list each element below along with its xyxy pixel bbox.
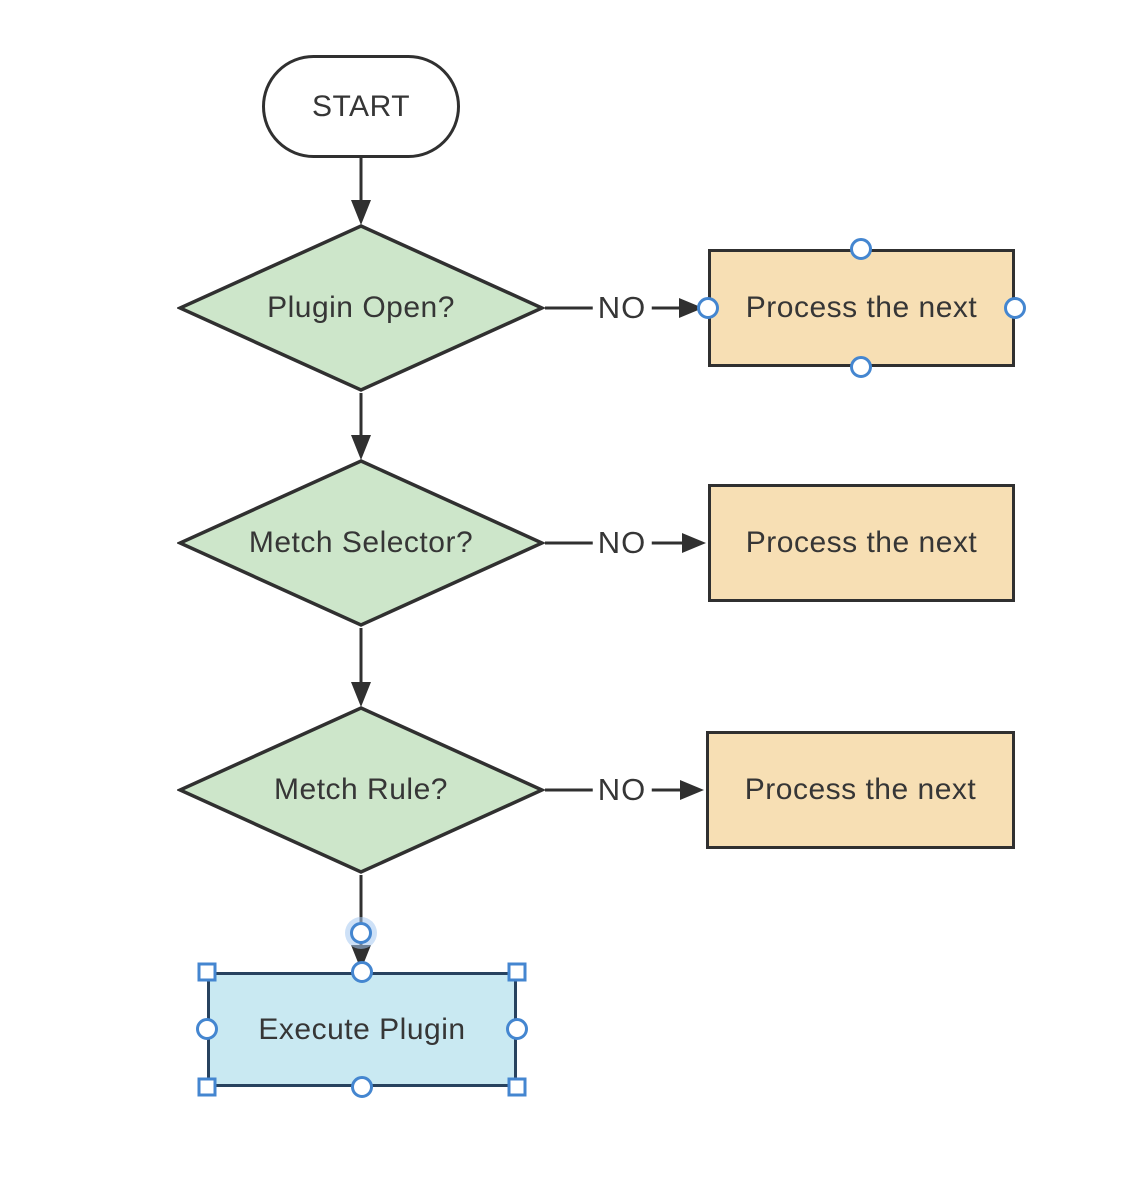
edge-plugin-open-to-metch-selector[interactable] [351, 393, 371, 460]
arrowhead-down-icon [351, 200, 371, 225]
node-process-the-next-3[interactable]: Process the next [706, 731, 1015, 849]
node-process-the-next-3-label: Process the next [744, 773, 977, 806]
edge-no-metch-rule[interactable] [545, 780, 704, 800]
endpoint-circle[interactable] [350, 922, 372, 944]
node-process-the-next-2-label: Process the next [745, 526, 978, 559]
arrowhead-down-icon [351, 682, 371, 707]
node-decision-metch-rule[interactable]: Metch Rule? [177, 706, 545, 874]
edge-label-no-1[interactable]: NO [592, 290, 652, 326]
connection-handle-left[interactable] [196, 1018, 218, 1040]
arrowhead-right-icon [679, 298, 703, 318]
node-decision-plugin-open-label: Plugin Open? [267, 291, 455, 324]
edge-metch-selector-to-metch-rule[interactable] [351, 628, 371, 707]
connection-handle-top[interactable] [850, 238, 872, 260]
connection-handle-bottom[interactable] [351, 1076, 373, 1098]
resize-handle-se[interactable] [507, 1077, 527, 1097]
connection-handle-right[interactable] [506, 1018, 528, 1040]
node-decision-metch-selector[interactable]: Metch Selector? [177, 459, 545, 627]
edge-label-no-3[interactable]: NO [592, 772, 652, 808]
arrowhead-down-icon [351, 945, 371, 970]
arrowhead-down-icon [351, 435, 371, 460]
node-execute-plugin-label: Execute Plugin [258, 1012, 466, 1046]
node-start-label: START [311, 89, 411, 123]
edge-endpoint-handle[interactable] [345, 917, 377, 949]
edge-label-no-2[interactable]: NO [592, 525, 652, 561]
diamond-shape [177, 459, 545, 627]
node-process-the-next-2[interactable]: Process the next [708, 484, 1015, 602]
node-process-the-next-1-label: Process the next [745, 291, 978, 324]
resize-handle-ne[interactable] [507, 962, 527, 982]
connection-handle-right[interactable] [1004, 297, 1026, 319]
diamond-shape [177, 706, 545, 874]
resize-handle-sw[interactable] [197, 1077, 217, 1097]
node-start[interactable]: START [262, 55, 460, 158]
arrowhead-right-icon [682, 533, 706, 553]
node-decision-plugin-open[interactable]: Plugin Open? [177, 224, 545, 392]
node-decision-metch-rule-label: Metch Rule? [274, 773, 448, 806]
connection-handle-top[interactable] [351, 961, 373, 983]
edge-start-to-plugin-open[interactable] [351, 157, 371, 225]
process-1-connection-handles [697, 238, 1026, 378]
execute-plugin-selection-handles [196, 961, 528, 1098]
connection-handle-bottom[interactable] [850, 356, 872, 378]
arrowhead-right-icon [680, 780, 704, 800]
node-execute-plugin[interactable]: Execute Plugin [207, 972, 517, 1087]
node-decision-metch-selector-label: Metch Selector? [248, 526, 474, 559]
edge-no-metch-selector[interactable] [545, 533, 706, 553]
edge-no-plugin-open[interactable] [545, 298, 703, 318]
resize-handle-nw[interactable] [197, 962, 217, 982]
connection-handle-left[interactable] [697, 297, 719, 319]
diamond-shape [177, 224, 545, 392]
